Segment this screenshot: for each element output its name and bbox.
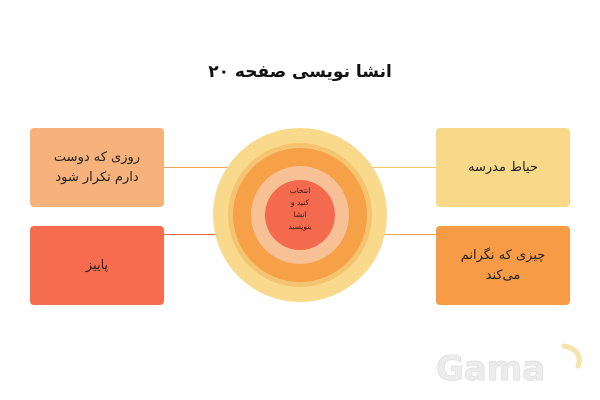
topic-box-repeat-day[interactable]: روزی که دوست دارم تکرار شود [30,128,164,207]
topic-box-worry[interactable]: چیزی که نگرانم می‌کند [436,226,570,305]
topic-label: چیزی که نگرانم می‌کند [460,247,546,283]
topic-label: روزی که دوست دارم تکرار شود [53,149,141,185]
topic-label: پاییز [85,257,109,273]
topic-label: حیاط مدرسه [468,159,539,175]
center-line-2: کنید و [290,198,310,207]
center-instruction: انتخاب کنید و انشا بنویسید [266,185,334,233]
page-title: انشا نویسی صفحه ۲۰ [208,62,392,82]
center-line-4: بنویسید [288,222,312,231]
gama-logo-watermark: Gama [436,343,582,386]
topic-box-schoolyard[interactable]: حیاط مدرسه [436,128,570,207]
center-line-3: انشا [293,210,307,219]
ring-inner [265,180,335,250]
topic-box-autumn[interactable]: پاییز [30,226,164,305]
watermark-text: Gama [436,349,545,386]
logo-swoosh [561,343,582,369]
center-line-1: انتخاب [289,186,311,195]
